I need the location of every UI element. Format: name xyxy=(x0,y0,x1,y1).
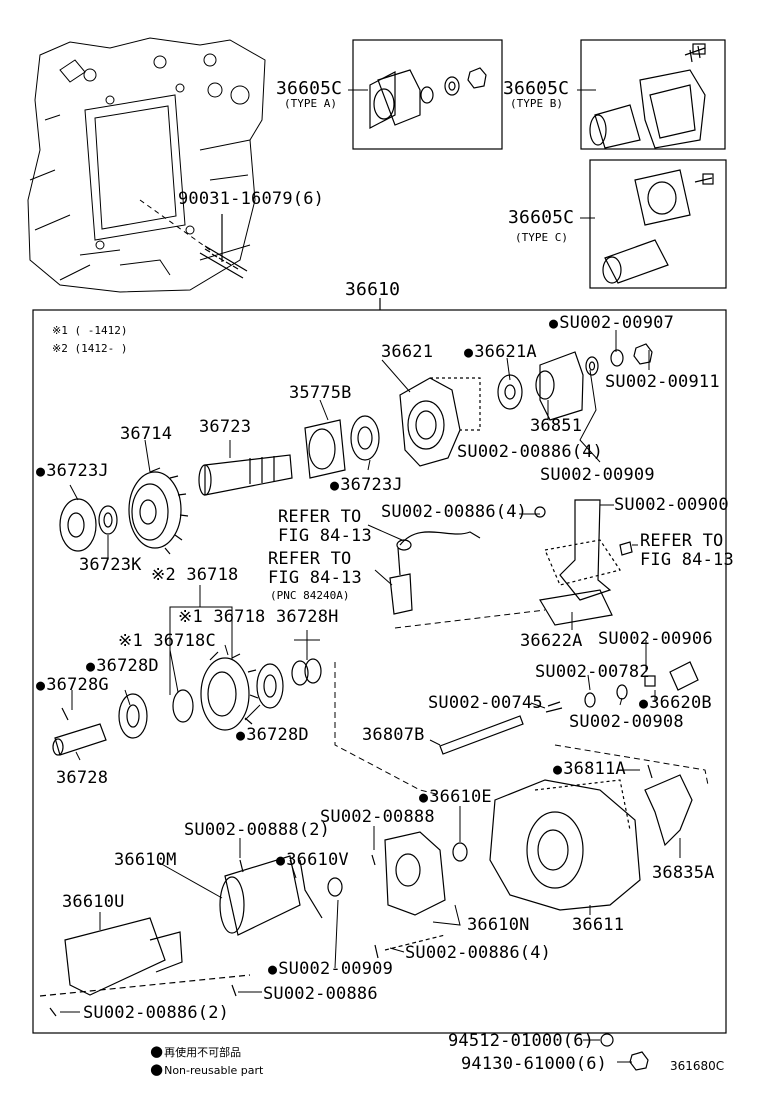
type-a-parts xyxy=(369,67,487,129)
label-type-a-code: 36605C xyxy=(276,78,343,99)
type-b-box xyxy=(580,39,726,150)
label-su002-00888-2: SU002-00888(2) xyxy=(184,820,331,840)
guide-lines xyxy=(334,609,709,796)
label-36811A: 36811A xyxy=(553,760,626,778)
label-su002-00900: SU002-00900 xyxy=(614,495,729,515)
label-su002-00886: SU002-00886 xyxy=(263,984,378,1004)
label-36610N: 36610N xyxy=(467,915,530,935)
legend-en: Non-reusable part xyxy=(150,1063,263,1077)
bracket-parts xyxy=(534,499,633,626)
label-36718-2: ※2 36718 xyxy=(151,565,239,585)
label-su002-00908: SU002-00908 xyxy=(569,712,684,732)
label-su002-00907: SU002-00907 xyxy=(549,314,674,332)
label-su002-00886-4a: SU002-00886(4) xyxy=(457,442,604,462)
type-b-parts xyxy=(589,43,706,149)
label-refer2c: (PNC 84240A) xyxy=(270,589,350,602)
label-su002-00906: SU002-00906 xyxy=(598,629,713,649)
label-su002-00745: SU002-00745 xyxy=(428,693,543,713)
label-36718C: ※1 36718C xyxy=(118,631,216,651)
label-su002-00911: SU002-00911 xyxy=(605,372,720,392)
label-36728: 36728 xyxy=(56,768,109,788)
type-c-box xyxy=(589,159,727,289)
label-su002-00909b: SU002-00909 xyxy=(268,960,393,978)
label-type-c-code: 36605C xyxy=(508,207,575,228)
label-36723J-a: 36723J xyxy=(36,462,109,480)
small-parts xyxy=(439,661,699,779)
label-su002-00886-2: SU002-00886(2) xyxy=(83,1003,230,1023)
label-36611: 36611 xyxy=(572,915,625,935)
label-36610U: 36610U xyxy=(62,892,125,912)
note-2: ※2 (1412- ) xyxy=(52,342,128,355)
label-36620B: 36620B xyxy=(639,694,712,712)
label-su002-00886-4c: SU002-00886(4) xyxy=(405,943,552,963)
transmission-case-illustration xyxy=(27,37,266,293)
leader-lines xyxy=(60,89,681,1063)
label-36621: 36621 xyxy=(381,342,434,362)
label-36851: 36851 xyxy=(530,416,583,436)
housing-parts xyxy=(39,774,693,1017)
label-refer2b: FIG 84-13 xyxy=(268,568,362,588)
label-36728G: 36728G xyxy=(36,676,109,694)
label-36728H: 36728H xyxy=(276,607,339,627)
label-type-a-sub: (TYPE A) xyxy=(284,97,337,110)
label-36835A: 36835A xyxy=(652,863,715,883)
type-a-box xyxy=(352,39,503,150)
label-36610E: 36610E xyxy=(419,788,492,806)
label-su002-00886-4b: SU002-00886(4) xyxy=(381,502,528,522)
gear-shaft-parts xyxy=(52,454,322,756)
label-stud: 90031-16079(6) xyxy=(178,189,325,209)
label-36621A: 36621A xyxy=(464,343,537,361)
label-36807B: 36807B xyxy=(362,725,425,745)
legend-jp: 再使用不可部品 xyxy=(150,1045,241,1059)
note-1: ※1 ( -1412) xyxy=(52,324,128,337)
type-c-parts xyxy=(602,169,714,284)
label-assembly: 36610 xyxy=(345,279,401,300)
label-type-b-sub: (TYPE B) xyxy=(510,97,563,110)
sensor-wire xyxy=(389,531,481,615)
label-36728D-a: 36728D xyxy=(86,657,159,675)
label-refer3b: FIG 84-13 xyxy=(640,550,734,570)
label-36610V: 36610V xyxy=(276,851,349,869)
figure-code: 361680C xyxy=(670,1059,725,1073)
label-36622A: 36622A xyxy=(520,631,583,651)
label-su002-00782: SU002-00782 xyxy=(535,662,650,682)
cover-plate-parts xyxy=(304,343,653,479)
washer-symbol xyxy=(600,1033,614,1047)
nut-symbol xyxy=(629,1051,649,1071)
label-36718-1: ※1 36718 xyxy=(178,607,266,627)
label-36723J-b: 36723J xyxy=(330,476,403,494)
label-su002-00888: SU002-00888 xyxy=(320,807,435,827)
label-refer3a: REFER TO xyxy=(640,531,724,551)
label-refer1b: FIG 84-13 xyxy=(278,526,372,546)
label-refer2a: REFER TO xyxy=(268,549,352,569)
label-36714: 36714 xyxy=(120,424,173,444)
label-36723: 36723 xyxy=(199,417,252,437)
label-refer1a: REFER TO xyxy=(278,507,362,527)
label-36728D-b: 36728D xyxy=(236,726,309,744)
stud-bolt-illustration xyxy=(199,214,248,279)
label-94130: 94130-61000(6) xyxy=(461,1054,608,1074)
label-type-c-sub: (TYPE C) xyxy=(515,231,568,244)
label-36610M: 36610M xyxy=(114,850,177,870)
label-94512: 94512-01000(6) xyxy=(448,1031,595,1051)
label-35775B: 35775B xyxy=(289,383,352,403)
label-su002-00909a: SU002-00909 xyxy=(540,465,655,485)
label-36723K: 36723K xyxy=(79,555,142,575)
label-type-b-code: 36605C xyxy=(503,78,570,99)
